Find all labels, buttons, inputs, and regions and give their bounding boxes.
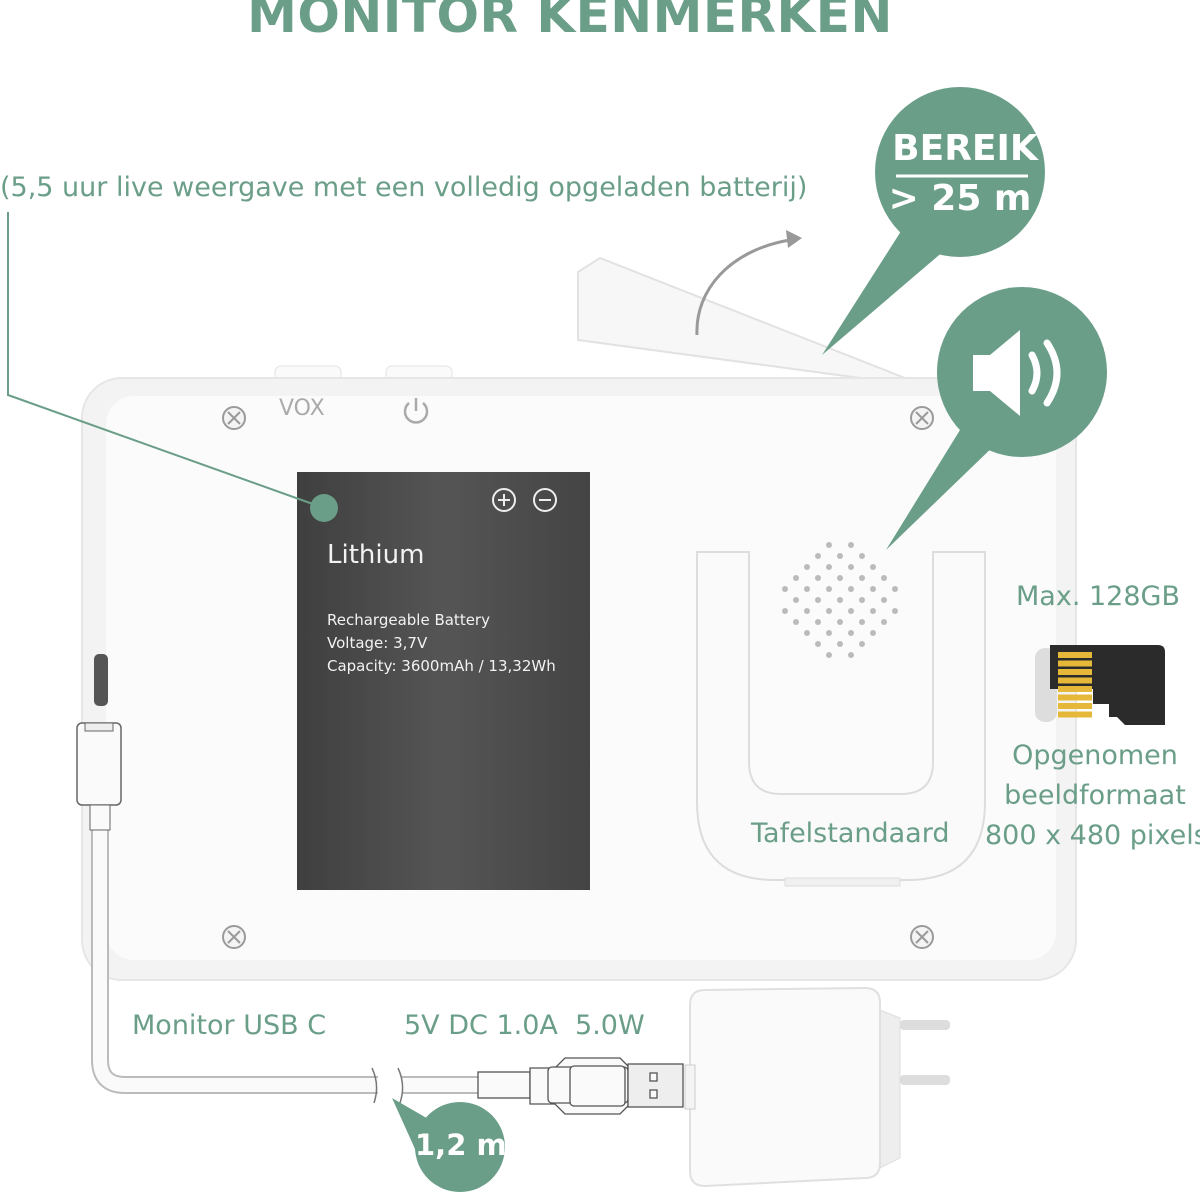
battery-callout-line — [7, 212, 325, 509]
format-line-1: Opgenomen — [1012, 740, 1178, 771]
speaker-hole — [815, 575, 821, 581]
speaker-hole — [782, 608, 788, 614]
stand-label: Tafelstandaard — [751, 818, 950, 849]
speaker-hole — [815, 553, 821, 559]
power-spec-label: 5V DC 1.0A 5.0W — [404, 1010, 645, 1041]
speaker-bubble — [937, 287, 1107, 457]
speaker-hole — [859, 597, 865, 603]
speaker-hole — [848, 608, 854, 614]
sd-pin — [1058, 711, 1092, 718]
sd-pin — [1058, 686, 1092, 692]
range-bubble — [875, 87, 1045, 257]
speaker-hole — [859, 619, 865, 625]
speaker-hole — [804, 608, 810, 614]
speaker-hole — [815, 597, 821, 603]
cable-length: 1,2 m — [415, 1128, 507, 1162]
minus-icon — [533, 488, 557, 512]
length-bubble — [415, 1102, 505, 1192]
speaker-hole — [837, 575, 843, 581]
speaker-hole — [837, 641, 843, 647]
table-stand — [696, 551, 986, 881]
speaker-hole — [892, 608, 898, 614]
speaker-hole — [892, 586, 898, 592]
battery-life-note: (5,5 uur live weergave met een volledig … — [0, 172, 808, 203]
speaker-hole — [804, 586, 810, 592]
format-line-2: beeldformaat — [1004, 780, 1186, 811]
battery — [297, 472, 590, 890]
battery-type: Rechargeable Battery — [327, 611, 490, 629]
sd-max-label: Max. 128GB — [1016, 581, 1180, 612]
speaker-hole — [826, 652, 832, 658]
speaker-hole — [815, 641, 821, 647]
speaker-hole — [870, 564, 876, 570]
speaker-hole — [826, 630, 832, 636]
speaker-hole — [793, 575, 799, 581]
vox-label: VOX — [279, 396, 325, 421]
sd-pin — [1058, 660, 1092, 667]
battery-capacity: Capacity: 3600mAh / 13,32Wh — [327, 657, 556, 675]
plus-icon — [492, 488, 516, 512]
speaker-hole — [793, 619, 799, 625]
speaker-hole — [804, 630, 810, 636]
usb-a-plug — [477, 1057, 684, 1115]
sd-pin — [1058, 677, 1092, 684]
speaker-hole — [837, 619, 843, 625]
range-value: > 25 m — [888, 178, 1032, 219]
speaker-hole — [793, 597, 799, 603]
speaker-hole — [782, 586, 788, 592]
battery-voltage: Voltage: 3,7V — [327, 634, 428, 652]
sd-pin — [1058, 669, 1092, 675]
range-label: BEREIK — [892, 128, 1038, 169]
power-adapter — [684, 986, 950, 1188]
speaker-hole — [837, 597, 843, 603]
battery-callout-dot — [310, 494, 338, 522]
speaker-hole — [848, 652, 854, 658]
speaker-icon — [973, 330, 1061, 416]
sd-card — [1035, 645, 1165, 725]
power-icon — [403, 398, 429, 424]
speaker-hole — [848, 564, 854, 570]
battery-name: Lithium — [327, 540, 425, 570]
speaker-hole — [837, 553, 843, 559]
speaker-hole — [848, 542, 854, 548]
speaker-hole — [870, 630, 876, 636]
speaker-hole — [859, 553, 865, 559]
speaker-hole — [870, 608, 876, 614]
usb-c-connector — [76, 722, 122, 806]
sd-pin — [1058, 652, 1092, 658]
sd-pin — [1058, 703, 1092, 709]
speaker-hole — [804, 564, 810, 570]
speaker-hole — [859, 641, 865, 647]
speaker-hole — [881, 597, 887, 603]
speaker-hole — [870, 586, 876, 592]
usb-c-port — [94, 654, 108, 706]
speaker-hole — [881, 619, 887, 625]
speaker-hole — [859, 575, 865, 581]
format-line-3: 800 x 480 pixels — [985, 820, 1200, 851]
speaker-grill — [782, 542, 898, 658]
speaker-hole — [826, 564, 832, 570]
speaker-hole — [881, 575, 887, 581]
speaker-hole — [826, 586, 832, 592]
usb-port-label: Monitor USB C — [132, 1010, 327, 1041]
page-title: MONITOR KENMERKEN — [247, 0, 893, 44]
speaker-hole — [848, 630, 854, 636]
speaker-hole — [848, 586, 854, 592]
open-arrow-icon — [695, 238, 791, 336]
speaker-hole — [815, 619, 821, 625]
speaker-hole — [826, 608, 832, 614]
speaker-hole — [826, 542, 832, 548]
sd-pin — [1058, 694, 1092, 701]
